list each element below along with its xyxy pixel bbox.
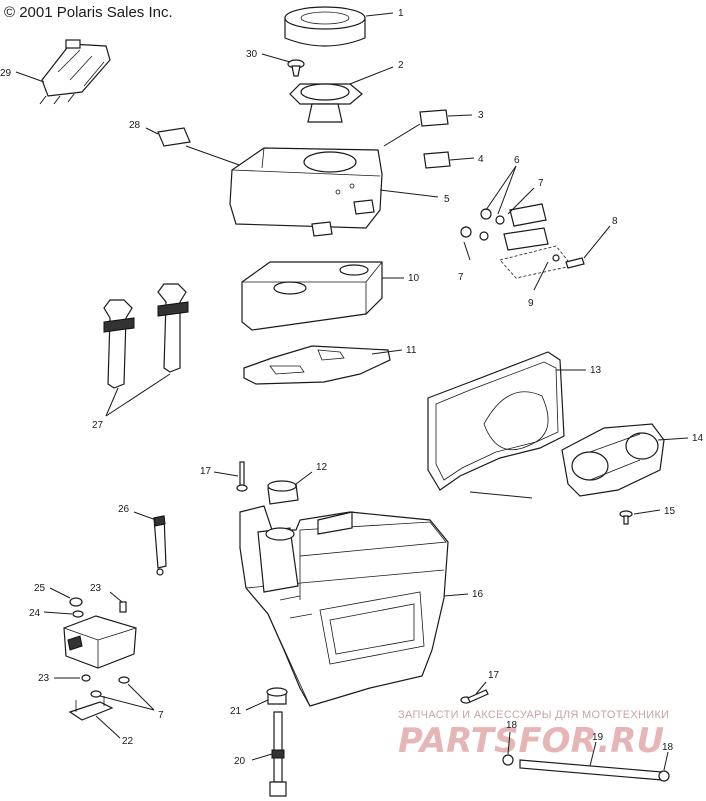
callout-26: 26: [118, 504, 130, 515]
callout-20: 20: [234, 756, 246, 767]
part-3-decal: [419, 109, 449, 127]
watermark-logo: PARTSFOR.RU: [398, 721, 664, 761]
callout-9: 9: [528, 298, 534, 309]
part-16-airbox-housing: [239, 505, 449, 707]
watermark-tagline: ЗАПЧАСТИ И АКСЕССУАРЫ ДЛЯ МОТОТЕХНИКИ: [398, 709, 669, 721]
callout-13: 13: [590, 365, 602, 376]
callout-17-lower: 17: [488, 670, 500, 681]
callout-12: 12: [316, 462, 328, 473]
part-13-side-cover: [427, 351, 565, 491]
part-18-clamp-right: [658, 770, 670, 782]
part-1-foam-ring: [284, 6, 366, 47]
part-23-screw-lower: [81, 674, 91, 682]
callout-29: 29: [0, 68, 12, 79]
callout-18-right: 18: [662, 742, 674, 753]
callout-4: 4: [478, 154, 484, 165]
watermark: ЗАПЧАСТИ И АКСЕССУАРЫ ДЛЯ МОТОТЕХНИКИ PA…: [398, 709, 669, 761]
part-12-filler-cap: [267, 480, 299, 505]
part-24-washer: [72, 610, 84, 618]
part-17-bolt-lower: [460, 689, 489, 704]
part-17-bolt-upper: [236, 461, 248, 492]
callout-14: 14: [692, 433, 704, 444]
part-2-intake-adapter: [289, 83, 363, 123]
callout-22: 22: [122, 736, 134, 747]
part-21-grommet: [266, 687, 288, 705]
part-20-drain-valve: [269, 711, 287, 797]
part-26-drain-tube: [153, 515, 167, 576]
callout-5: 5: [444, 194, 450, 205]
callout-16: 16: [472, 589, 484, 600]
callout-25: 25: [34, 583, 46, 594]
callout-17-upper: 17: [200, 466, 212, 477]
callout-21: 21: [230, 706, 242, 717]
callout-3: 3: [478, 110, 484, 121]
part-4-decal: [423, 151, 451, 169]
callout-30: 30: [246, 49, 258, 60]
callout-18-left: 18: [506, 720, 518, 731]
callout-23-upper: 23: [90, 583, 102, 594]
callout-10: 10: [408, 273, 420, 284]
callout-6: 6: [514, 155, 520, 166]
part-18-clamp-left: [502, 754, 514, 766]
callout-8: 8: [612, 216, 618, 227]
part-22-mount-plate: [68, 696, 114, 721]
part-28-decal: [157, 127, 191, 147]
parts-6-9-fasteners: [460, 203, 585, 279]
callout-15: 15: [664, 506, 676, 517]
part-23-screw-upper: [119, 601, 127, 613]
callout-2: 2: [398, 60, 404, 71]
copyright-notice: © 2001 Polaris Sales Inc.: [4, 4, 173, 21]
part-27-intake-boots: [103, 283, 189, 389]
part-30-push-pin: [287, 59, 305, 77]
part-14-duct-adapter: [561, 423, 665, 497]
callout-27: 27: [92, 420, 104, 431]
part-15-screw: [619, 510, 633, 525]
callout-24: 24: [29, 608, 41, 619]
part-7-washers-lower: [90, 676, 130, 698]
callout-7-bracket: 7: [158, 710, 164, 721]
callout-11: 11: [406, 345, 417, 356]
callout-28: 28: [129, 120, 141, 131]
callout-7-lower: 7: [458, 272, 464, 283]
callout-1: 1: [398, 8, 404, 19]
part-control-box: [63, 615, 137, 669]
part-10-foam-filter: [241, 261, 383, 331]
callout-23-lower: 23: [38, 673, 50, 684]
part-5-airbox-cover: [229, 147, 383, 237]
part-25-nut: [69, 597, 83, 607]
callout-7-upper: 7: [538, 178, 544, 189]
callout-19: 19: [592, 732, 604, 743]
part-11-gasket: [243, 345, 391, 385]
part-29-bracket: [39, 39, 111, 105]
